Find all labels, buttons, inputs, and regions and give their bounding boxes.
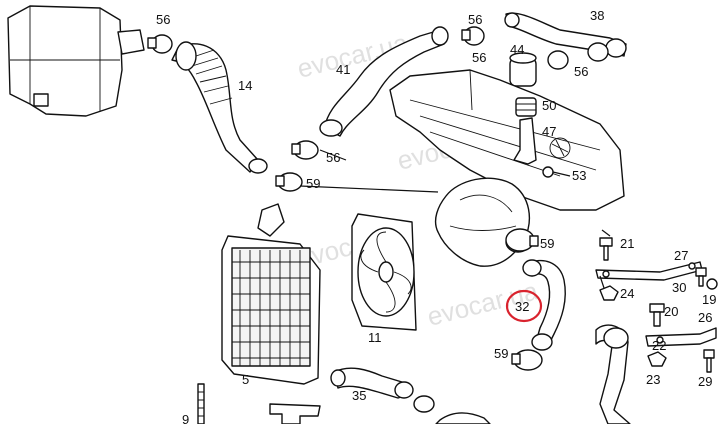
label-59-center: 59 — [540, 236, 554, 251]
label-47: 47 — [542, 124, 556, 139]
hose-clamp-59-center[interactable] — [505, 228, 539, 252]
fitting-53[interactable] — [542, 166, 571, 178]
hose-lower-right[interactable] — [595, 324, 631, 424]
bracket-26[interactable] — [645, 327, 717, 347]
pipe-44[interactable] — [509, 52, 537, 87]
label-56-left: 56 — [156, 12, 170, 27]
fan-11[interactable] — [351, 213, 417, 331]
label-22: 22 — [652, 338, 666, 353]
hose-41[interactable] — [319, 26, 449, 137]
label-38: 38 — [590, 8, 604, 23]
rod-9[interactable] — [197, 383, 205, 424]
bracket-27[interactable] — [595, 261, 703, 281]
label-59-upper: 59 — [306, 176, 320, 191]
nut-22[interactable] — [647, 351, 667, 367]
nut-24[interactable] — [599, 285, 619, 301]
label-14: 14 — [238, 78, 252, 93]
label-56-right: 56 — [574, 64, 588, 79]
hose-clamp-59-lower[interactable] — [511, 349, 543, 371]
label-24: 24 — [620, 286, 634, 301]
bolt-30[interactable] — [695, 267, 707, 287]
label-9: 9 — [182, 412, 189, 424]
label-32[interactable]: 32 — [515, 299, 529, 314]
hose-bottom-right[interactable] — [435, 412, 491, 424]
label-21: 21 — [620, 236, 634, 251]
radiator-5[interactable] — [221, 203, 321, 385]
washer-19[interactable] — [706, 278, 718, 290]
air-filter-housing[interactable] — [7, 5, 145, 117]
label-56-top: 56 — [468, 12, 482, 27]
label-30: 30 — [672, 280, 686, 295]
highlight-ring-32 — [505, 289, 543, 323]
hose-clamp-56-lower[interactable] — [291, 140, 319, 160]
label-5: 5 — [242, 372, 249, 387]
label-23: 23 — [646, 372, 660, 387]
bolt-20[interactable] — [649, 303, 665, 327]
label-26: 26 — [698, 310, 712, 325]
label-41: 41 — [336, 62, 350, 77]
bracket-lower[interactable] — [269, 403, 321, 424]
label-59-lower: 59 — [494, 346, 508, 361]
hose-35[interactable] — [330, 367, 414, 399]
bracket-47[interactable] — [513, 117, 537, 165]
label-27: 27 — [674, 248, 688, 263]
intake-hose-14[interactable] — [171, 41, 268, 174]
leader-lines — [299, 149, 611, 289]
label-56-lower: 56 — [326, 150, 340, 165]
hose-clamp-35-end[interactable] — [413, 395, 435, 413]
hose-clamp-56-left[interactable] — [147, 34, 173, 54]
hose-clamp-59-upper[interactable] — [275, 172, 303, 192]
label-35: 35 — [352, 388, 366, 403]
hose-clamp-56-center[interactable] — [461, 26, 485, 46]
part-labels: 56 56 38 56 44 56 41 14 50 47 53 56 59 5… — [156, 8, 716, 424]
label-56-mid: 56 — [472, 50, 486, 65]
hose-32[interactable] — [522, 259, 566, 351]
plug-50[interactable] — [515, 97, 537, 117]
hose-clamp-56-right[interactable] — [547, 42, 609, 70]
label-53: 53 — [572, 168, 586, 183]
housing-center[interactable] — [434, 177, 531, 267]
bolt-29[interactable] — [703, 349, 715, 373]
label-11: 11 — [368, 330, 382, 345]
label-19: 19 — [702, 292, 716, 307]
label-20: 20 — [664, 304, 678, 319]
label-29: 29 — [698, 374, 712, 389]
label-50: 50 — [542, 98, 556, 113]
label-44: 44 — [510, 42, 524, 57]
bolt-21[interactable] — [599, 237, 613, 261]
